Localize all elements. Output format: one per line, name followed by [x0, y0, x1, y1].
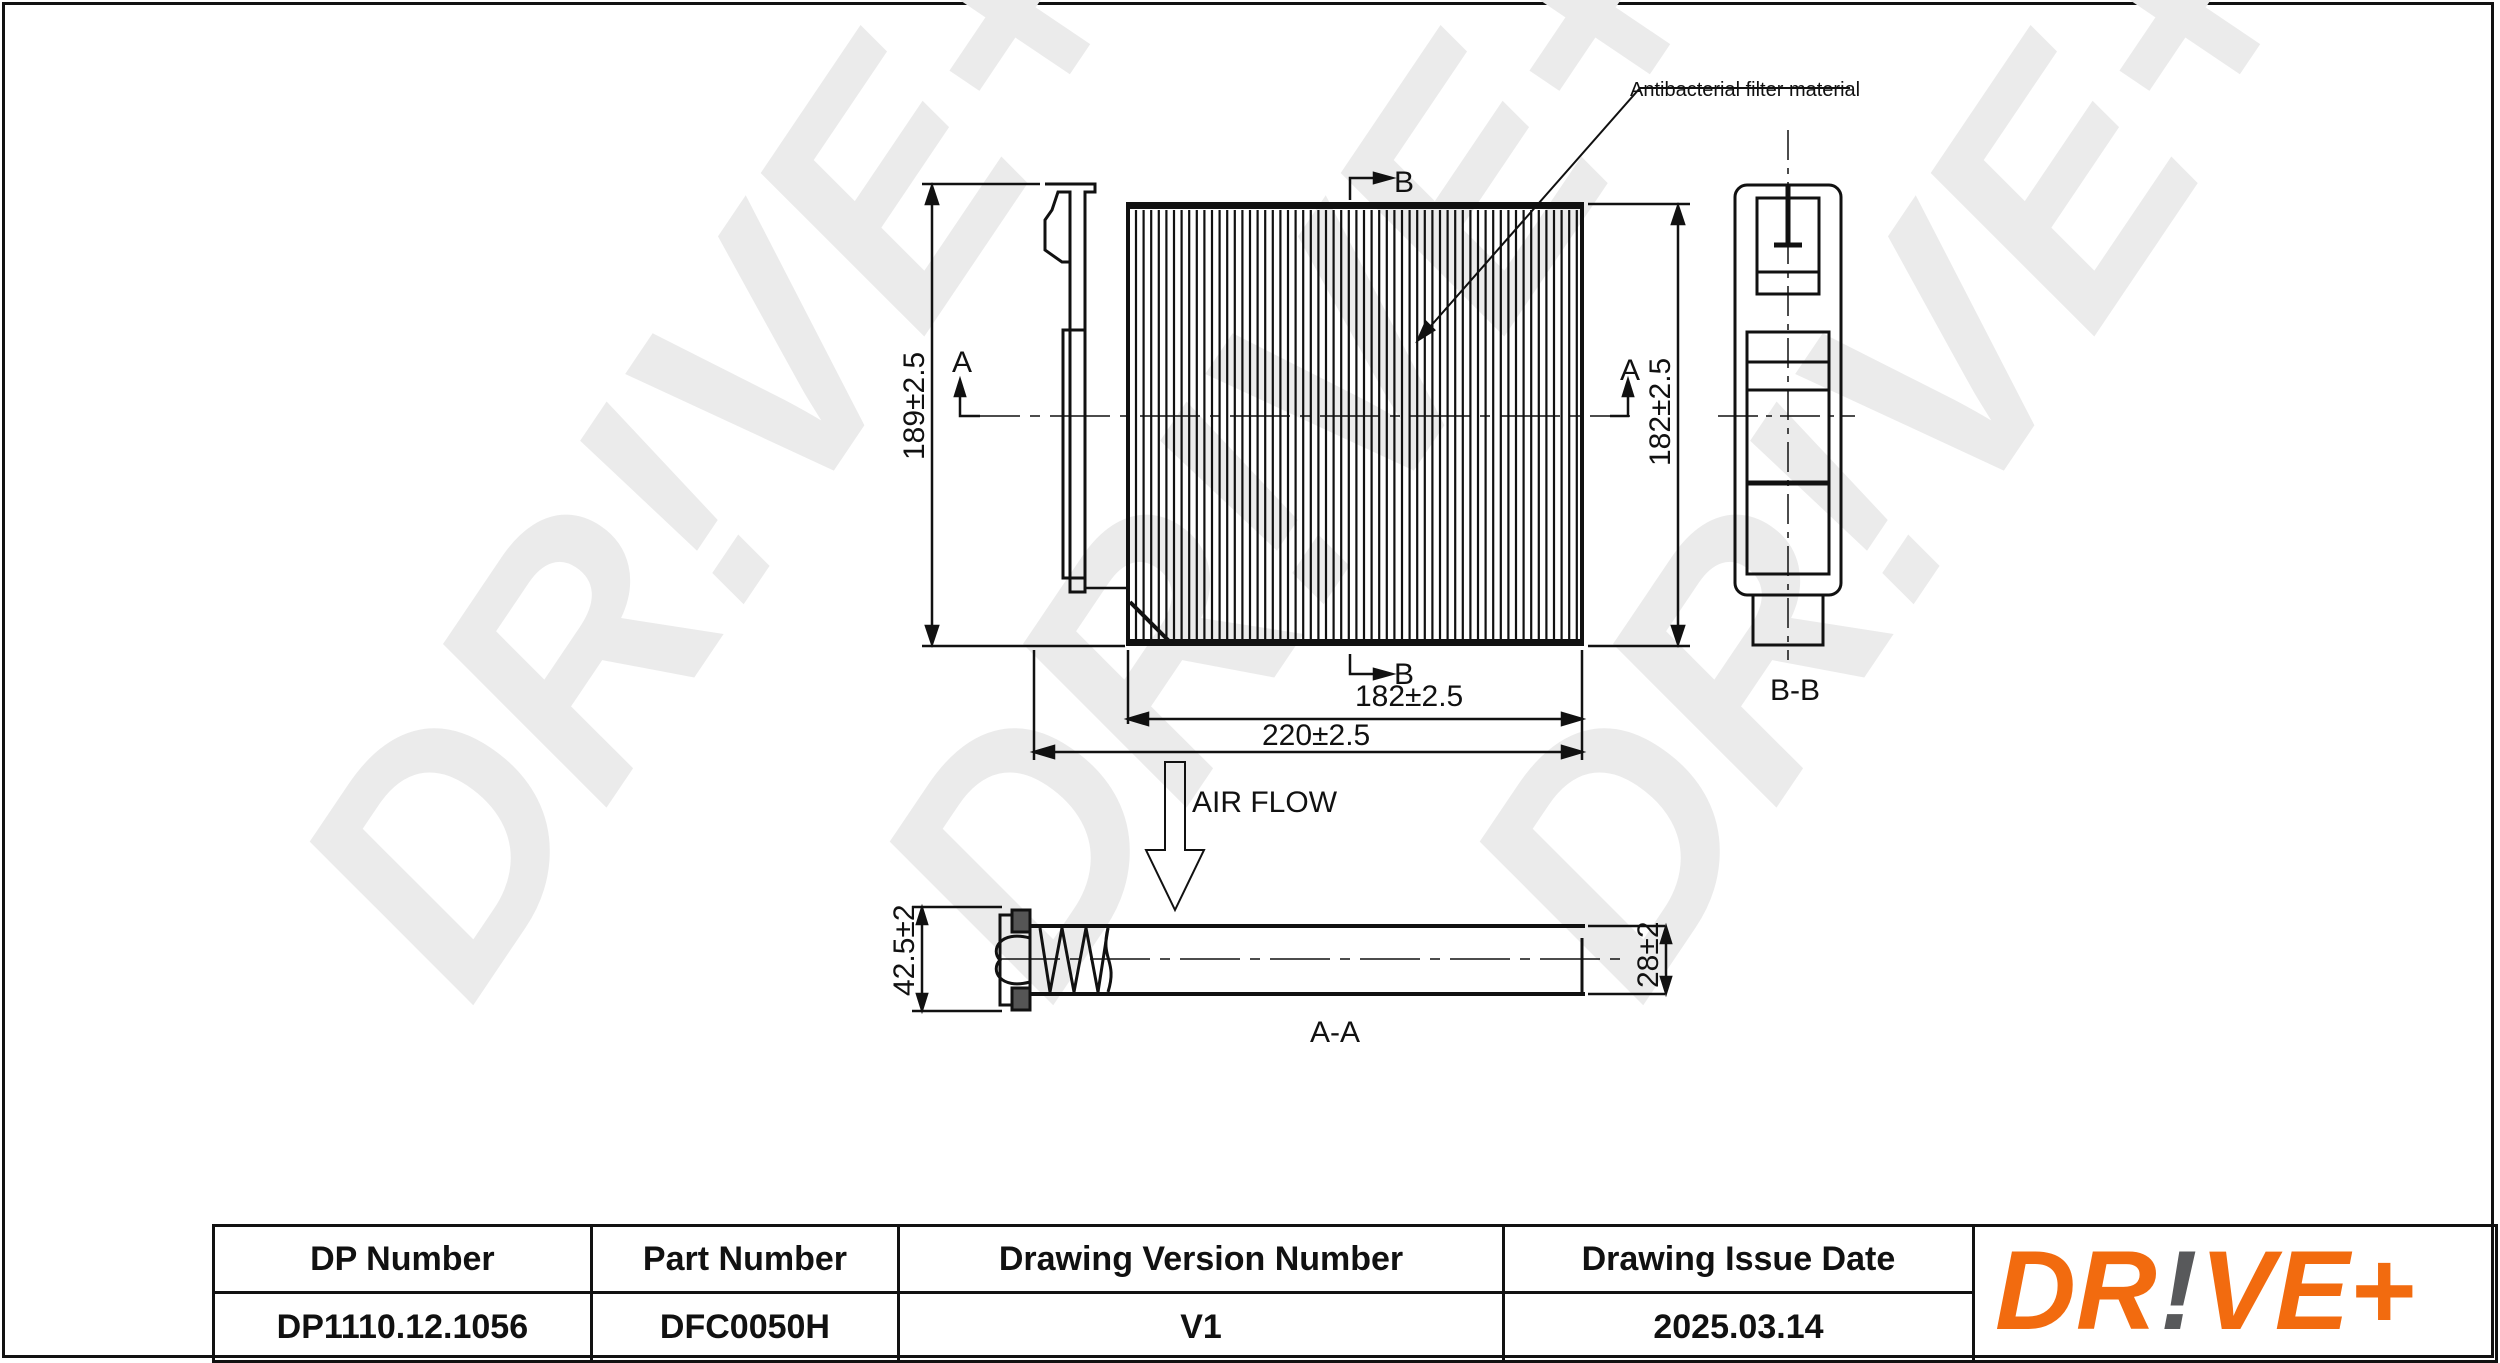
drawing-version-value: V1 — [897, 1291, 1505, 1363]
section-aa-dimensions — [912, 903, 1673, 1015]
svg-text:B: B — [1394, 658, 1414, 691]
svg-text:Antibacterial filter material: Antibacterial filter material — [1630, 79, 1860, 101]
front-dimensions — [922, 87, 1850, 760]
svg-text:AIR FLOW: AIR FLOW — [1192, 786, 1338, 819]
header-dp-number: DP Number — [212, 1224, 593, 1294]
svg-text:A-A: A-A — [1310, 1016, 1360, 1049]
part-number-value: DFC0050H — [589, 1291, 901, 1363]
svg-text:B: B — [1394, 166, 1414, 199]
issue-date-value: 2025.03.14 — [1501, 1291, 1976, 1363]
drive-logo-icon: DR ! VE+ — [1995, 1228, 2415, 1353]
svg-text:42.5±2: 42.5±2 — [888, 904, 921, 996]
svg-text:28±2: 28±2 — [1632, 921, 1665, 988]
header-issue-date: Drawing Issue Date — [1501, 1224, 1976, 1294]
svg-text:220±2.5: 220±2.5 — [1262, 719, 1370, 752]
section-bb-label: B-B — [1770, 674, 1820, 707]
header-part-number: Part Number — [589, 1224, 901, 1294]
brand-logo: DR ! VE+ — [1972, 1224, 2498, 1363]
header-drawing-version: Drawing Version Number — [897, 1224, 1505, 1294]
svg-text:189±2.5: 189±2.5 — [898, 352, 931, 460]
svg-text:!: ! — [2160, 1229, 2197, 1349]
front-labels: Antibacterial filter material B B A A 18… — [898, 79, 1860, 752]
svg-text:A: A — [1620, 354, 1640, 387]
svg-text:182±2.5: 182±2.5 — [1644, 358, 1677, 466]
svg-text:DR: DR — [1995, 1229, 2157, 1349]
dp-number-value: DP1110.12.1056 — [212, 1291, 593, 1363]
front-view — [960, 182, 1630, 646]
section-aa-view — [994, 761, 1620, 1012]
svg-text:182±2.5: 182±2.5 — [1355, 680, 1463, 713]
svg-text:A: A — [952, 346, 972, 379]
svg-text:VE+: VE+ — [2200, 1229, 2415, 1349]
title-block: DP Number Part Number Drawing Version Nu… — [212, 1224, 2498, 1363]
section-bb-view — [1718, 130, 1855, 660]
section-aa-labels: AIR FLOW A-A 42.5±2 28±2 — [888, 786, 1665, 1049]
